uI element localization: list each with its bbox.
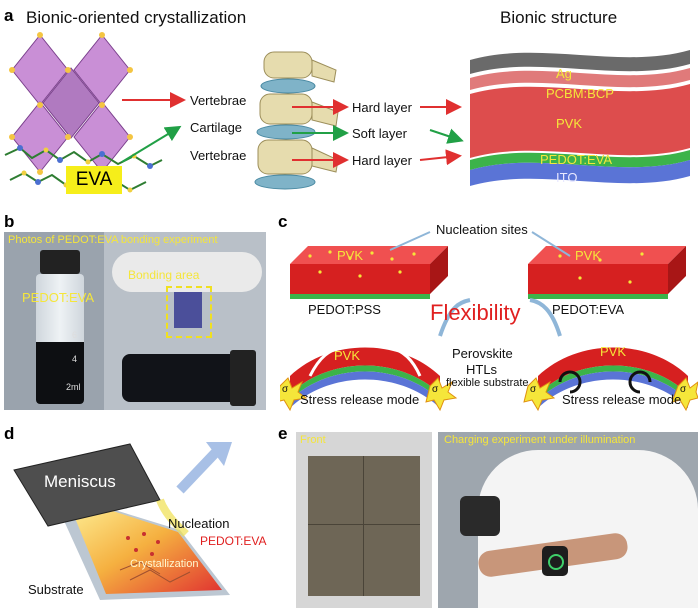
substrate-label: Substrate [28, 582, 84, 597]
vertebrae-top-label: Vertebrae [190, 93, 247, 108]
flexible-module [308, 456, 420, 596]
arm-solar-module [460, 496, 500, 536]
panel-a-right-arrows [292, 99, 464, 168]
cartilage-label: Cartilage [190, 120, 243, 135]
layer-pvk: PVK [556, 116, 583, 131]
layer-pedot-eva: PEDOT:EVA [540, 152, 613, 167]
panel-a-title-right: Bionic structure [500, 8, 618, 27]
pedot-pss-label: PEDOT:PSS [308, 302, 381, 317]
crystallization-label: Crystallization [130, 558, 199, 570]
stress-release-left: Stress release mode [300, 392, 420, 407]
panel-e-letter: e [278, 424, 288, 443]
scale-mark-6: 6 [72, 330, 78, 340]
spine-illustration [254, 51, 339, 190]
scale-mark-4: 4 [72, 354, 78, 364]
nucleation-sites-label: Nucleation sites [436, 222, 528, 237]
charging-icon [548, 554, 564, 570]
flexibility-label: Flexibility [430, 300, 521, 325]
crystal-lattice-illustration [4, 32, 163, 193]
module-divider-h [308, 524, 420, 525]
vial-horizontal [122, 354, 250, 402]
charging-photo: Charging experiment under illumination [438, 432, 698, 608]
sigma-2: σ [432, 384, 439, 395]
vial-horizontal-cap [230, 350, 256, 406]
scale-mark-2ml: 2ml [66, 382, 81, 392]
vial-liquid [36, 342, 84, 404]
hard-layer-bottom-label: Hard layer [352, 153, 412, 168]
front-label: Front [300, 434, 326, 446]
bonding-area-label: Bonding area [128, 268, 200, 282]
pvk-bent-right-label: PVK [600, 344, 627, 359]
panel-c-letter: c [278, 212, 288, 231]
sigma-4: σ [680, 384, 687, 395]
panel-b-letter: b [4, 212, 15, 231]
charging-label: Charging experiment under illumination [444, 434, 636, 446]
panel-d-letter: d [4, 424, 15, 443]
pvk-bent-left-label: PVK [334, 348, 361, 363]
sigma-1: σ [282, 384, 289, 395]
panel-a-letter: a [4, 6, 14, 25]
soft-layer-label: Soft layer [352, 126, 407, 141]
bonding-photo: 6 4 2ml PEDOT:EVA Bonding area [4, 232, 266, 410]
bonding-area-box [166, 286, 212, 338]
bonded-film [174, 292, 202, 328]
front-photo: Front [296, 432, 432, 608]
hard-layer-top-label: Hard layer [352, 100, 412, 115]
vial-cap [40, 250, 80, 274]
vial-label: PEDOT:EVA [22, 290, 95, 305]
layer-pcbm-bcp: PCBM:BCP [546, 86, 614, 101]
sigma-3: σ [530, 384, 537, 395]
legend-htls: HTLs [466, 362, 498, 377]
pedot-eva-d-label: PEDOT:EVA [200, 534, 267, 548]
vertebrae-bottom-label: Vertebrae [190, 148, 247, 163]
eva-badge: EVA [66, 166, 122, 194]
panel-b-caption: Photos of PEDOT:EVA bonding experiment [8, 234, 218, 246]
pvk-left-label: PVK [337, 248, 364, 263]
legend-perovskite: Perovskite [452, 346, 513, 361]
meniscus-coating-illustration [13, 442, 232, 600]
layer-ag: Ag [556, 66, 572, 81]
module-divider-v [363, 456, 364, 596]
meniscus-label: Meniscus [44, 472, 116, 491]
white-shirt [478, 450, 698, 608]
pedot-eva-label: PEDOT:EVA [552, 302, 625, 317]
nucleation-label: Nucleation [168, 516, 230, 531]
stress-release-right: Stress release mode [562, 392, 682, 407]
legend-flexible-substrate: flexible substrate [446, 377, 529, 389]
gloved-hand [112, 252, 262, 292]
device-layer-stack [470, 50, 690, 186]
stress-release-illustration [280, 231, 698, 412]
panel-a-left-arrows [121, 92, 186, 163]
pvk-right-label: PVK [575, 248, 602, 263]
panel-a-title-left: Bionic-oriented crystallization [26, 8, 247, 27]
layer-ito: ITO [556, 170, 578, 185]
eva-label: EVA [75, 169, 113, 190]
